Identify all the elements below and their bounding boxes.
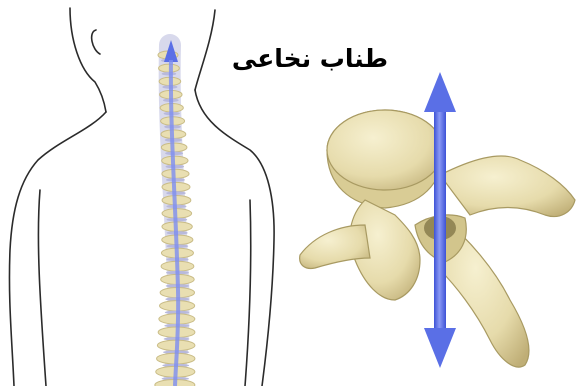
diagram-title: طناب نخاعی bbox=[230, 42, 390, 76]
arrow-down-head bbox=[424, 328, 456, 368]
arrow-up-head bbox=[424, 72, 456, 112]
spinal-column bbox=[155, 40, 195, 386]
